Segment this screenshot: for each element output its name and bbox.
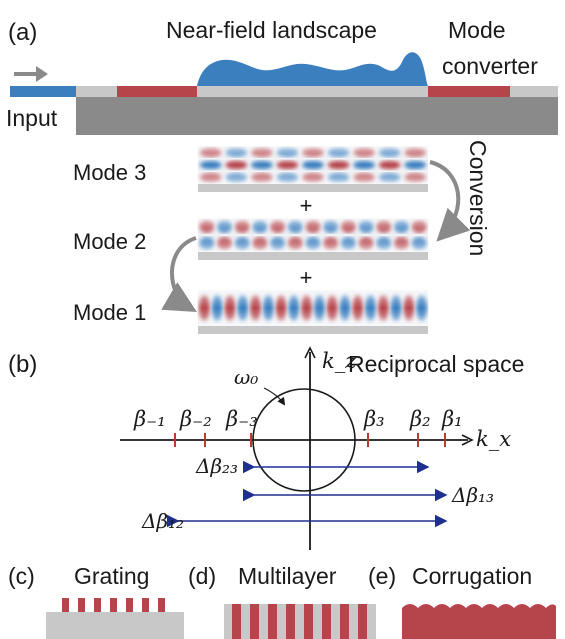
panel-d: (d) Multilayer: [188, 563, 376, 639]
beta-ticks: [174, 433, 446, 447]
kx-label: k_x: [476, 427, 511, 451]
mode-3-label: Mode 3: [73, 160, 146, 185]
kz-label: k_z: [322, 349, 357, 373]
mode-converter-label-line2: converter: [442, 53, 538, 79]
beta-3-label: β₃: [363, 407, 385, 431]
converter-segment-2: [428, 86, 510, 97]
grating-waveguide: [46, 612, 184, 639]
mode-1-field: [198, 290, 428, 334]
plus-sign-2: +: [300, 265, 313, 290]
panel-a: (a) Near-field landscape Mode converter …: [6, 17, 558, 334]
conversion-arrow-3-to-2: [429, 160, 471, 242]
omega0-label: ω₀: [234, 365, 258, 389]
input-label: Input: [6, 105, 58, 131]
omega-pointer: [263, 387, 286, 406]
waveguide-core: [76, 86, 558, 97]
panel-d-tag: (d): [188, 563, 216, 589]
substrate: [76, 97, 558, 135]
conversion-arrow-2-to-1: [161, 236, 197, 313]
beta-neg3-label: β₋₃: [225, 407, 258, 431]
multilayer-title: Multilayer: [238, 563, 337, 589]
converter-segment-1: [117, 86, 197, 97]
panel-b: (b) Reciprocal space ω₀ k_z k_x β₋₁ β₋₂ …: [8, 346, 524, 550]
panel-b-tag: (b): [8, 351, 37, 378]
mode-2-field: [198, 218, 428, 260]
mode-converter-label-line1: Mode: [448, 17, 506, 43]
input-arrow-icon: [14, 66, 48, 82]
corrugation-title: Corrugation: [412, 563, 532, 589]
near-field-title: Near-field landscape: [166, 17, 377, 43]
mode-2-label: Mode 2: [73, 229, 146, 254]
kz-arrowhead-icon: [304, 346, 316, 359]
corrugated-waveguide: [402, 604, 556, 639]
conversion-label: Conversion: [465, 140, 491, 256]
grating-title: Grating: [74, 563, 149, 589]
mode-1-label: Mode 1: [73, 300, 146, 325]
beta-2-label: β₂: [409, 407, 431, 431]
beta-neg2-label: β₋₂: [179, 407, 212, 431]
multilayer-waveguide: [224, 604, 376, 639]
input-waveguide: [10, 86, 76, 97]
multilayer-stripes: [232, 604, 367, 639]
delta-beta-13-label: Δβ₁₃: [451, 483, 494, 507]
beta-neg1-label: β₋₁: [133, 407, 166, 431]
reciprocal-space-title: Reciprocal space: [348, 351, 524, 377]
panel-c: (c) Grating: [8, 563, 184, 639]
panel-a-tag: (a): [8, 19, 37, 46]
delta-beta-12-label: Δβ₁₂: [141, 509, 184, 533]
panel-e-tag: (e): [368, 563, 396, 589]
kx-arrowhead-icon: [461, 434, 474, 446]
panel-e: (e) Corrugation: [368, 563, 556, 639]
panel-c-tag: (c): [8, 563, 35, 589]
plus-sign-1: +: [300, 193, 313, 218]
grating-teeth: [62, 598, 165, 612]
delta-beta-23-label: Δβ₂₃: [195, 454, 238, 478]
beta-1-label: β₁: [441, 407, 463, 431]
near-field-landscape-shape: [197, 52, 428, 86]
mode-3-field: [198, 146, 428, 192]
